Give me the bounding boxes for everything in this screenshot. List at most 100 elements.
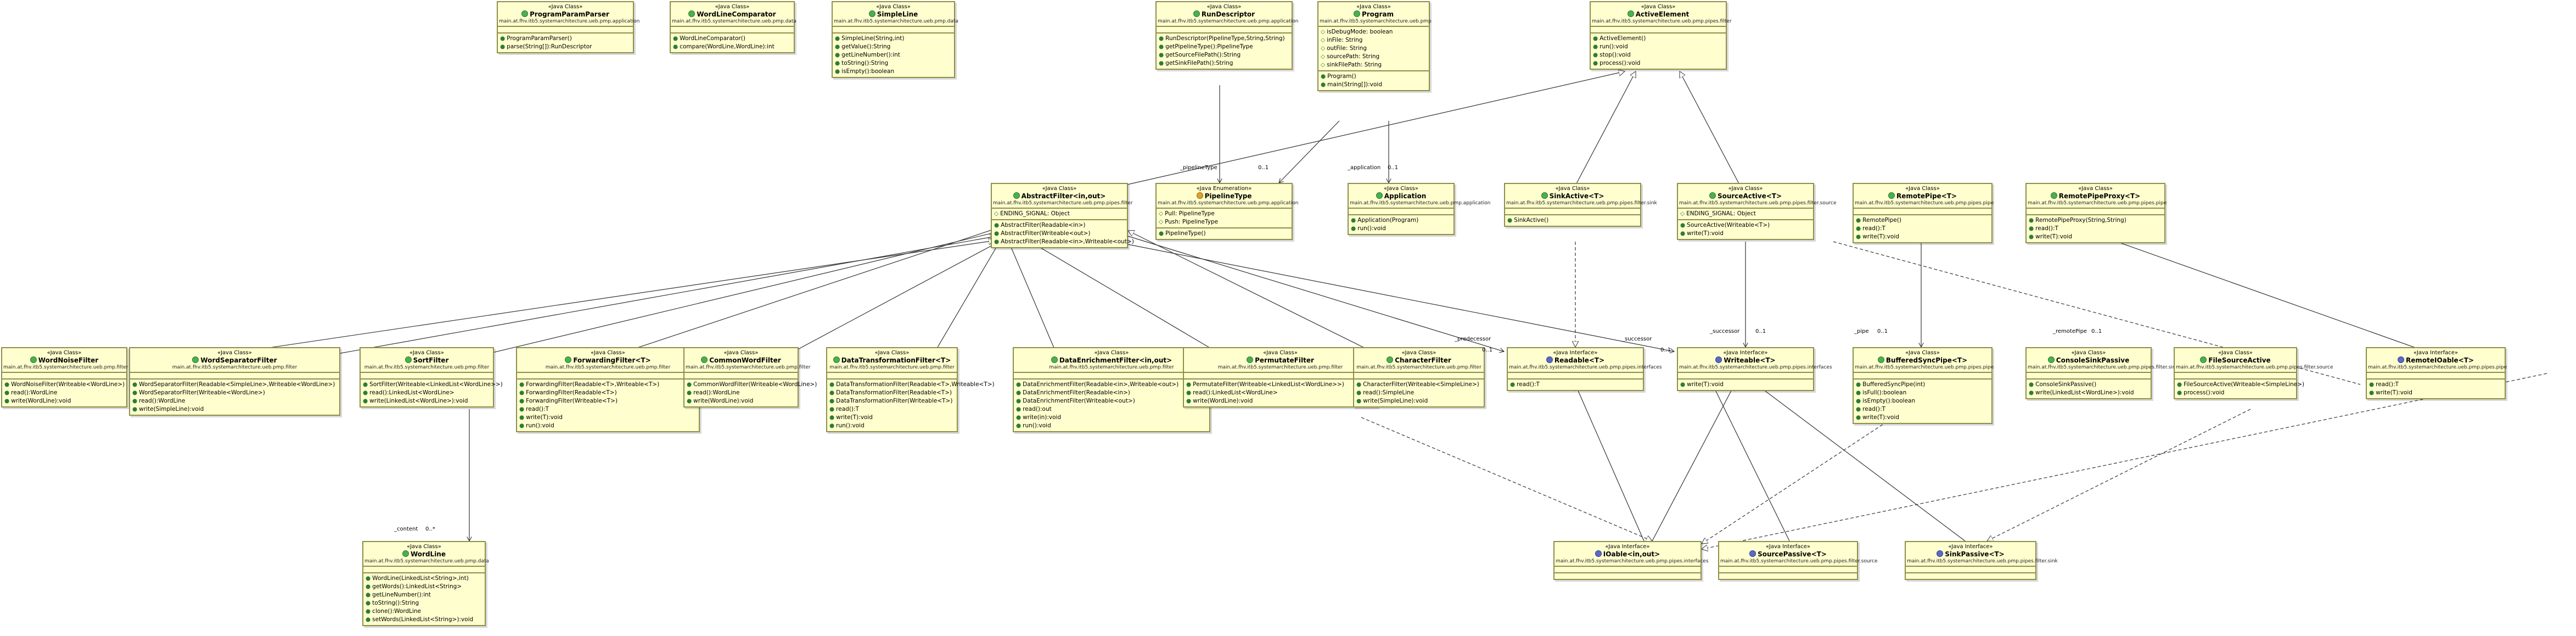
field-icon: ◇ xyxy=(1159,210,1164,217)
stereotype: «Java Class» xyxy=(1641,4,1676,10)
class-box-remote-pipe[interactable]: «Java Class»RemotePipe<T>main.at.fhv.itb… xyxy=(1853,183,1994,243)
method-icon: ● xyxy=(1510,381,1516,388)
method-icon: ● xyxy=(519,406,525,412)
field-icon: ◇ xyxy=(1321,62,1326,68)
class-box-ioable[interactable]: «Java Interface»IOable<in,out>main.at.fh… xyxy=(1553,541,1709,580)
method-row: ●SimpleLine(String,int) xyxy=(835,35,952,43)
method-row: ●ProgramParamParser() xyxy=(500,35,631,43)
class-name-text: Program xyxy=(1361,10,1394,18)
class-box-abstract-filter[interactable]: «Java Class»AbstractFilter<in,out>main.a… xyxy=(991,183,1134,248)
method-row: ●getWords():LinkedList<String> xyxy=(366,583,482,591)
method-text: getWords():LinkedList<String> xyxy=(372,583,462,590)
method-icon: ● xyxy=(1159,35,1164,42)
class-kind-icon xyxy=(868,10,875,17)
field-compartment xyxy=(1157,27,1292,34)
method-text: clone():WordLine xyxy=(372,608,422,615)
class-box-source-active[interactable]: «Java Class»SourceActive<T>main.at.fhv.i… xyxy=(1677,183,1837,240)
dependency-line xyxy=(1833,241,2361,385)
method-row: ●read():SimpleLine xyxy=(1356,389,1481,397)
field-compartment xyxy=(1854,373,1991,380)
class-name: WordLine xyxy=(364,550,484,559)
class-box-readable[interactable]: «Java Interface»Readable<T>main.at.fhv.i… xyxy=(1507,347,1662,391)
method-text: getSourceFilePath():String xyxy=(1165,52,1241,58)
class-box-data-enrichment-filter[interactable]: «Java Class»DataEnrichmentFilter<in,out>… xyxy=(1013,347,1210,432)
method-text: write(T):void xyxy=(2376,389,2412,396)
class-name-text: Readable<T> xyxy=(1554,356,1605,364)
class-box-sink-active[interactable]: «Java Class»SinkActive<T>main.at.fhv.itb… xyxy=(1504,183,1657,227)
method-icon: ● xyxy=(829,406,835,412)
stereotype: «Java Class» xyxy=(1905,350,1940,356)
method-row: ●read():T xyxy=(1856,405,1989,414)
class-box-forwarding-filter[interactable]: «Java Class»ForwardingFilter<T>main.at.f… xyxy=(516,347,700,432)
method-text: run():void xyxy=(836,422,865,429)
method-compartment: ●WordLineComparator()●compare(WordLine,W… xyxy=(671,34,794,52)
field-compartment xyxy=(1906,567,2035,573)
class-box-source-passive[interactable]: «Java Interface»SourcePassive<T>main.at.… xyxy=(1718,541,1878,580)
method-icon: ● xyxy=(366,592,371,598)
class-header: «Java Interface»RemoteIOable<T>main.at.f… xyxy=(2367,348,2507,373)
method-icon: ● xyxy=(1856,414,1861,421)
method-compartment: ●SinkActive() xyxy=(1505,215,1640,226)
method-row: ●stop():void xyxy=(1593,51,1724,59)
class-box-sink-passive[interactable]: «Java Interface»SinkPassive<T>main.at.fh… xyxy=(1905,541,2058,580)
package-path: main.at.fhv.itb5.systemarchitecture.ueb.… xyxy=(1907,559,2058,564)
method-text: run():void xyxy=(1023,422,1051,429)
class-box-remote-ioable[interactable]: «Java Interface»RemoteIOable<T>main.at.f… xyxy=(2366,347,2507,399)
class-box-writeable[interactable]: «Java Interface»Writeable<T>main.at.fhv.… xyxy=(1677,347,1832,391)
class-box-remote-pipe-proxy[interactable]: «Java Class»RemotePipeProxy<T>main.at.fh… xyxy=(2025,183,2167,243)
class-name: Readable<T> xyxy=(1509,356,1642,365)
method-text: write(T):void xyxy=(836,414,873,421)
class-name: WordNoiseFilter xyxy=(3,356,125,365)
field-icon: ◇ xyxy=(1321,45,1326,52)
class-box-buffered-sync-pipe[interactable]: «Java Class»BufferedSyncPipe<T>main.at.f… xyxy=(1853,347,1994,424)
method-text: DataEnrichmentFilter(Readable<in>) xyxy=(1023,389,1130,396)
method-row: ●clone():WordLine xyxy=(366,607,482,616)
method-text: RunDescriptor(PipelineType,String,String… xyxy=(1165,35,1285,42)
class-header: «Java Class»ForwardingFilter<T>main.at.f… xyxy=(517,348,699,373)
method-compartment: ●read():T●write(T):void xyxy=(2367,380,2505,398)
package-path: main.at.fhv.itb5.systemarchitecture.ueb.… xyxy=(1506,200,1657,206)
method-row: ●getSourceFilePath():String xyxy=(1159,51,1289,59)
method-icon: ● xyxy=(366,608,371,615)
class-name: DataTransformationFilter<T> xyxy=(828,356,956,365)
stereotype: «Java Class» xyxy=(548,4,583,10)
class-header: «Java Class»RemotePipe<T>main.at.fhv.itb… xyxy=(1854,184,1994,209)
method-icon: ● xyxy=(829,422,835,429)
method-row: ●getLineNumber():int xyxy=(835,51,952,59)
field-compartment xyxy=(363,567,485,573)
package-path: main.at.fhv.itb5.systemarchitecture.ueb.… xyxy=(834,19,958,24)
method-icon: ● xyxy=(519,389,525,396)
method-icon: ● xyxy=(2029,381,2034,388)
class-kind-icon xyxy=(1387,356,1394,363)
stereotype: «Java Interface» xyxy=(1723,350,1768,356)
method-text: WordNoiseFilter(Writeable<WordLine>) xyxy=(11,381,125,388)
class-name: ProgramParamParser xyxy=(499,10,632,19)
class-kind-icon xyxy=(1247,356,1254,363)
class-header: «Java Interface»SourcePassive<T>main.at.… xyxy=(1719,542,1878,567)
realization-line xyxy=(1702,406,1911,544)
class-box-data-transformation-filter[interactable]: «Java Class»DataTransformationFilter<T>m… xyxy=(826,347,995,432)
method-row: ●AbstractFilter(Writeable<out>) xyxy=(994,230,1125,238)
field-row: ◇Pull: PipelineType xyxy=(1159,210,1289,218)
method-icon: ● xyxy=(519,398,525,404)
